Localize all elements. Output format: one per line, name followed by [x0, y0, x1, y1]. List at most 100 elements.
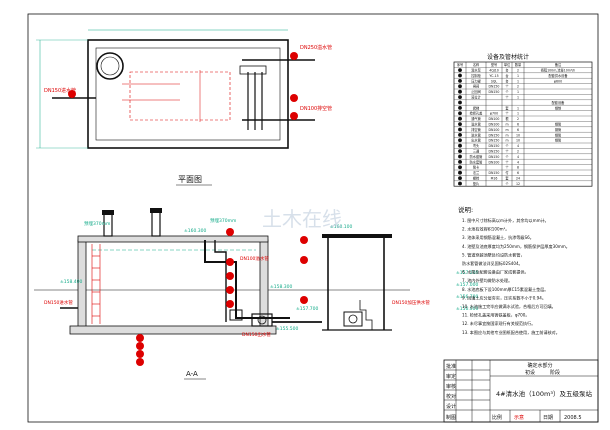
table-cell: 防水套管	[470, 159, 483, 164]
table-cell: 个	[505, 155, 509, 159]
row-marker-icon	[458, 181, 462, 186]
table-cell: m	[505, 123, 508, 127]
tb-check: 校对	[446, 393, 456, 400]
plan-caption: 平面图	[178, 175, 202, 184]
note-line: 防水套管做法详见国标02S404。	[462, 260, 523, 266]
table-header-cell: 型号	[491, 62, 497, 67]
plan-label-inlet: DN150进水管	[44, 87, 76, 94]
table-cell: 钢管	[555, 122, 561, 127]
table-cell: 压力罐	[471, 78, 481, 83]
table-cell: 个	[505, 160, 509, 164]
note-line: 4. 池壁及池底厚度均为250mm，钢筋保护层厚度30mm。	[462, 243, 570, 249]
notes-heading: 说明:	[458, 205, 473, 214]
elev-right-2: ±157.000	[456, 282, 479, 288]
tb-examine: 审定	[446, 373, 456, 380]
tb-scale-value: 示意	[514, 414, 524, 421]
row-marker-icon	[458, 149, 462, 154]
elev-right-4: ±156.000	[456, 306, 479, 312]
table-header-cell: 备注	[555, 62, 562, 67]
table-cell: 4	[459, 85, 461, 89]
table-cell: 个	[505, 96, 509, 100]
table-cell: 2	[459, 74, 461, 78]
table-cell: 套	[505, 105, 509, 110]
note-line: 7. 池内外壁均做防水处理。	[462, 277, 512, 283]
table-header-cell: 单位	[504, 62, 511, 67]
row-marker-icon	[458, 79, 462, 83]
table-cell: 台	[505, 68, 508, 73]
marker-icon	[136, 334, 144, 342]
table-cell: 潜水泵	[471, 68, 481, 73]
row-marker-icon	[458, 116, 462, 121]
note-line: 13. 本图应与其他专业图纸配合使用，施工前请核对。	[462, 329, 560, 335]
note-line: 8. 水池底板下设100mm厚C15素混凝土垫层。	[462, 286, 548, 292]
table-cell: YC-15	[489, 74, 498, 78]
tb-date-label: 日期	[543, 415, 553, 421]
row-marker-icon	[458, 160, 462, 164]
table-cell: DN100	[489, 128, 500, 132]
table-cell: 10	[458, 117, 462, 121]
table-cell: 爬梯	[473, 105, 480, 110]
label-overflow: DN100溢水管	[240, 255, 269, 262]
table-cell: 弯头	[473, 143, 480, 148]
note-line: 9. 回填土应分层夯实，压实系数不小于0.94。	[462, 294, 546, 300]
marker-icon	[136, 342, 144, 350]
table-cell: m	[505, 139, 508, 143]
label-dim-top-right: 预埋370mm	[210, 217, 236, 224]
marker-icon	[226, 228, 234, 236]
table-cell: 1	[517, 96, 519, 100]
table-cell: 7	[459, 101, 461, 105]
table-cell: 2	[517, 85, 519, 89]
marker-icon	[300, 236, 308, 244]
plan-outer-wall	[87, 39, 289, 149]
table-cell: 钢制	[555, 105, 561, 110]
table-cell: 17	[458, 155, 462, 159]
table-cell: 8	[459, 106, 461, 110]
table-cell: 钢管	[555, 132, 561, 137]
table-cell: 1	[459, 69, 461, 73]
table-cell: 16	[458, 150, 462, 154]
table-cell: 21	[458, 177, 462, 181]
table-cell: m	[505, 133, 508, 137]
equipment-table-title: 设备及管材统计	[487, 53, 529, 61]
label-drain: DN150出水管	[242, 331, 271, 338]
table-cell: 个	[505, 182, 509, 186]
table-cell: m	[505, 128, 508, 132]
table-cell: 闸阀	[473, 84, 479, 89]
table-cell: 1	[517, 90, 519, 94]
marker-icon	[226, 272, 234, 280]
pump-house	[322, 234, 392, 331]
row-marker-icon	[458, 89, 462, 94]
table-cell: 个	[505, 85, 509, 89]
table-cell: 10	[516, 139, 520, 143]
table-cell: 18	[458, 160, 462, 164]
marker-icon	[226, 286, 234, 294]
table-cell: DN150	[489, 150, 500, 154]
table-cell: 个	[505, 150, 509, 154]
table-cell: 3	[459, 79, 461, 83]
table-cell: DN150	[489, 155, 500, 159]
plan-label-drain: DN100排空管	[300, 105, 332, 112]
marker-icon	[136, 358, 144, 366]
table-cell: 进水管	[471, 132, 481, 137]
row-marker-icon	[458, 84, 462, 89]
row-marker-icon	[458, 170, 462, 175]
table-header-cell: 名称	[473, 62, 480, 67]
table-cell: 钢管	[555, 127, 561, 132]
table-header-cell: 数量	[515, 62, 522, 67]
tb-design: 设计	[446, 403, 456, 410]
row-marker-icon	[458, 111, 462, 116]
note-line: 1. 图中尺寸除标高以m计外，其余均以mm计。	[462, 217, 549, 223]
table-cell: 4QJ10	[489, 69, 499, 73]
table-cell: 螺栓	[473, 176, 480, 181]
table-cell: 8	[517, 166, 519, 170]
marker-icon	[68, 90, 76, 98]
row-marker-icon	[458, 100, 462, 105]
table-cell: SQL	[491, 79, 498, 83]
table-cell: DN150	[489, 90, 500, 94]
row-marker-icon	[458, 106, 462, 110]
row-marker-icon	[458, 73, 462, 78]
table-cell: 个	[505, 166, 509, 170]
table-cell: 6	[517, 171, 519, 175]
table-cell: 24	[516, 177, 520, 181]
